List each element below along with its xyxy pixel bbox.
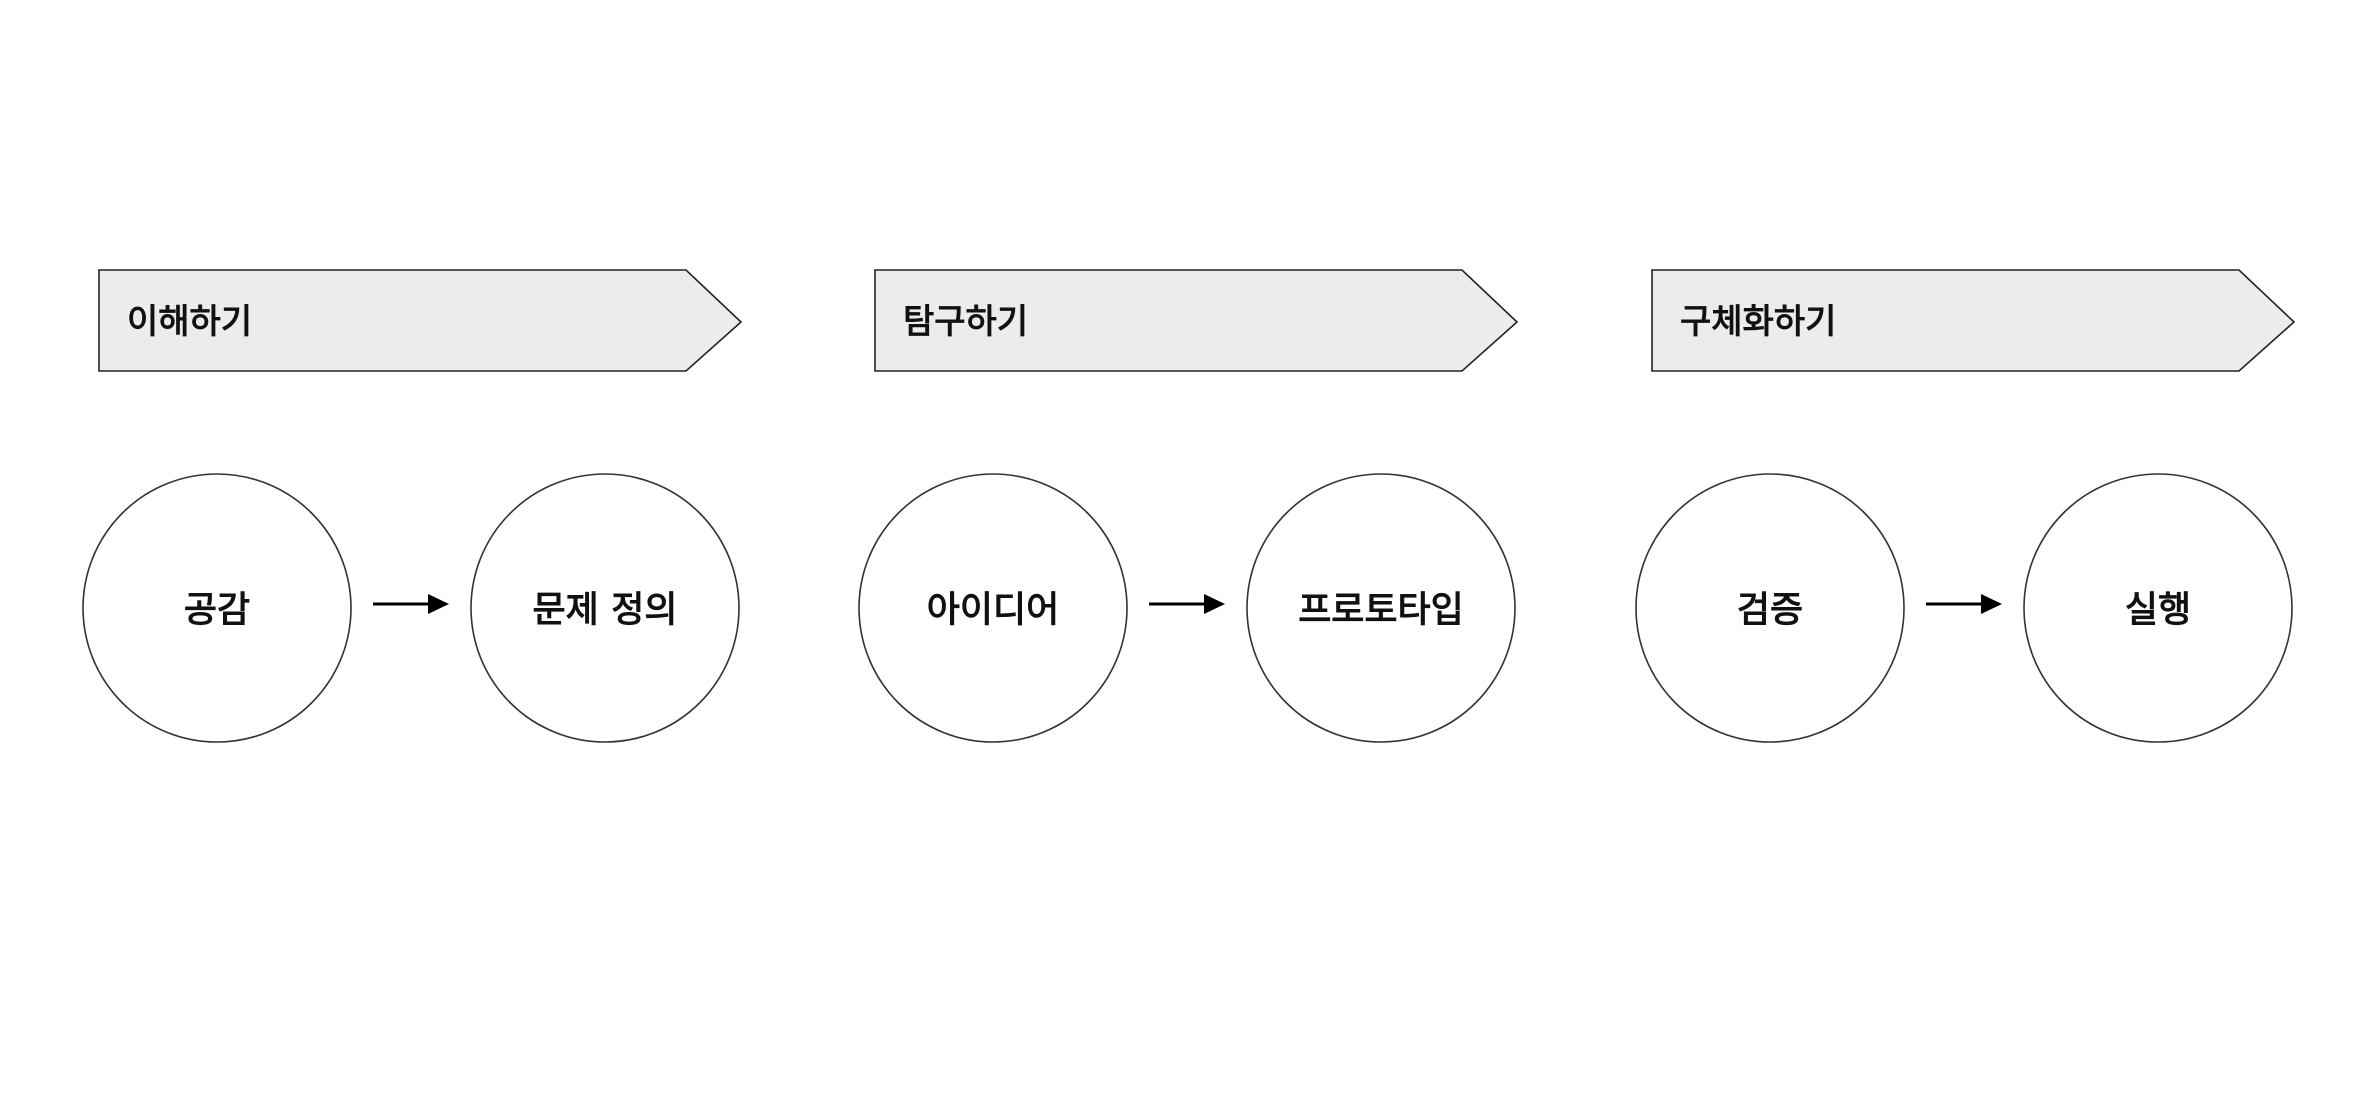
phase-title: 이해하기 xyxy=(127,302,252,342)
phase-banner: 이해하기 xyxy=(98,269,743,372)
phase-title: 탐구하기 xyxy=(903,302,1028,342)
phase-explore: 탐구하기 아이디어 프로토타입 xyxy=(858,269,1519,743)
step-node: 프로토타입 xyxy=(1246,473,1516,743)
step-circle xyxy=(858,473,1128,743)
step-circle xyxy=(1635,473,1905,743)
step-label: 아이디어 xyxy=(927,590,1059,631)
flow-arrow xyxy=(1149,594,1225,614)
phase-banner: 구체화하기 xyxy=(1651,269,2296,372)
banner-arrow-shape xyxy=(98,269,743,372)
arrow-head-icon xyxy=(428,594,449,614)
step-node: 실행 xyxy=(2023,473,2293,743)
step-circle xyxy=(470,473,740,743)
step-label: 프로토타입 xyxy=(1298,590,1464,631)
step-label: 검증 xyxy=(1737,590,1803,631)
step-circle xyxy=(1246,473,1516,743)
phase-banner: 탐구하기 xyxy=(874,269,1519,372)
step-label: 공감 xyxy=(184,590,250,631)
step-circle xyxy=(82,473,352,743)
flow-arrow xyxy=(1926,594,2002,614)
step-node: 검증 xyxy=(1635,473,1905,743)
arrow-head-icon xyxy=(1204,594,1225,614)
banner-arrow-shape xyxy=(1651,269,2296,372)
step-label: 실행 xyxy=(2125,590,2191,631)
phase-title: 구체화하기 xyxy=(1680,302,1836,342)
step-node: 공감 xyxy=(82,473,352,743)
banner-arrow-shape xyxy=(874,269,1519,372)
step-node: 아이디어 xyxy=(858,473,1128,743)
flow-arrow xyxy=(373,594,449,614)
step-node: 문제 정의 xyxy=(470,473,740,743)
phase-understand: 이해하기 공감 문제 정의 xyxy=(82,269,743,743)
arrow-head-icon xyxy=(1981,594,2002,614)
step-label: 문제 정의 xyxy=(532,590,677,631)
step-circle xyxy=(2023,473,2293,743)
phase-materialize: 구체화하기 검증 실행 xyxy=(1635,269,2296,743)
